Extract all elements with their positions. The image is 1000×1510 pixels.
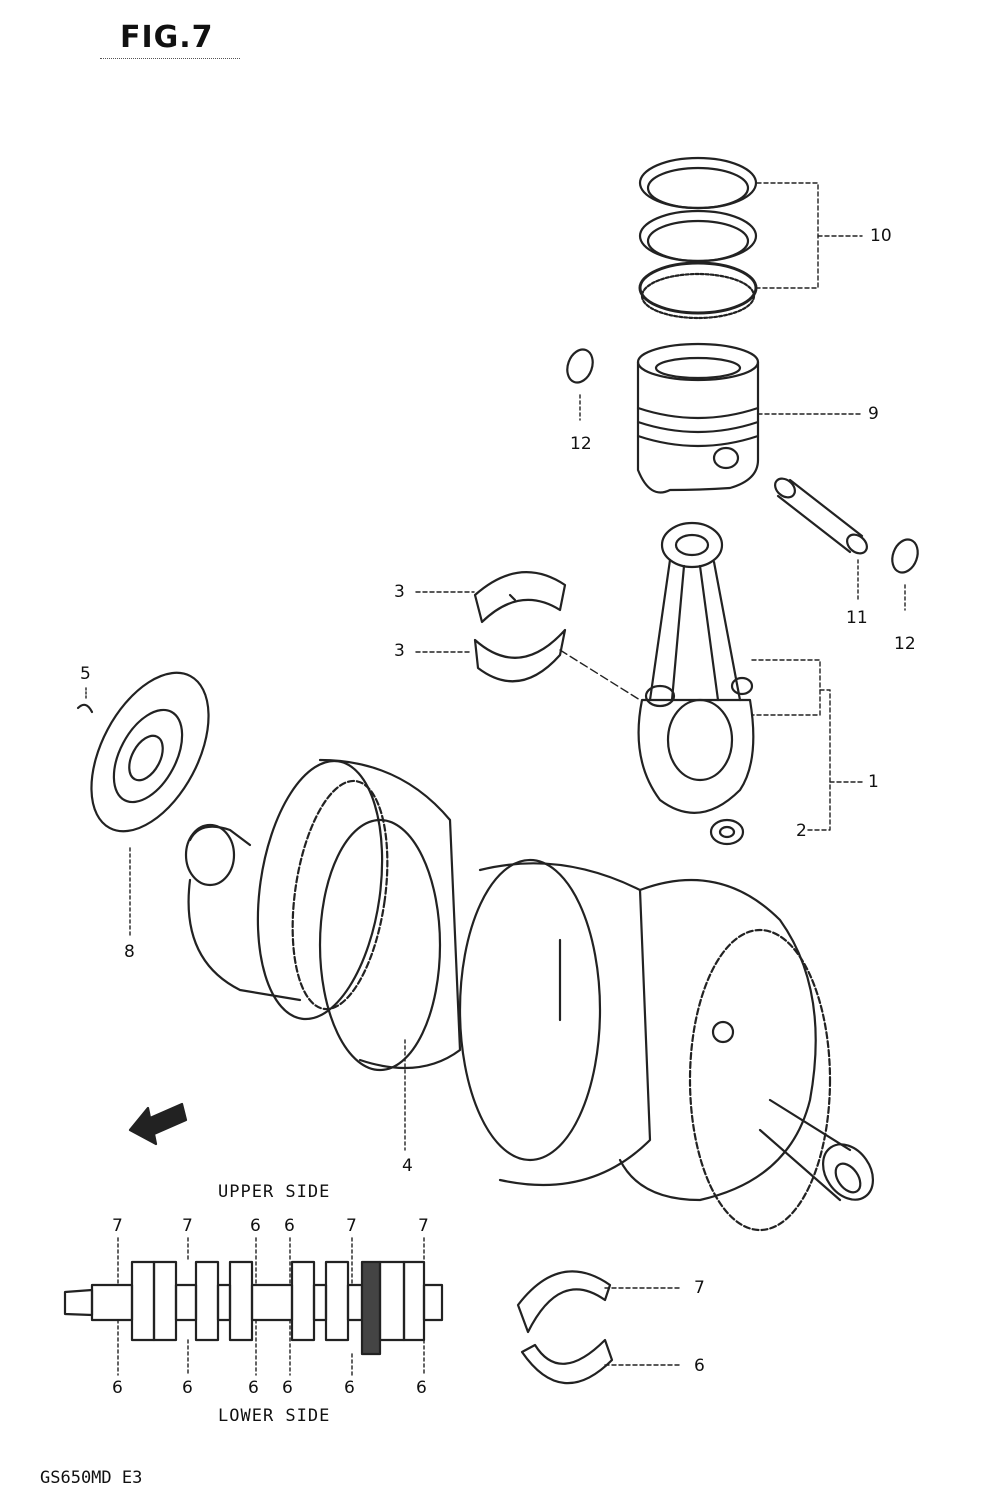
connecting-rod [637, 521, 755, 814]
callout-1: 1 [868, 772, 879, 792]
callout-2: 2 [796, 821, 807, 841]
upper-number-3: 6 [250, 1216, 261, 1236]
upper-number-2: 7 [182, 1216, 193, 1236]
lower-number-1: 6 [112, 1378, 123, 1398]
conrod-bearings [473, 571, 567, 683]
piston-rings [638, 156, 758, 320]
leader-1 [751, 659, 863, 831]
upper-number-6: 7 [418, 1216, 429, 1236]
circlip-right [891, 538, 919, 611]
upper-number-5: 7 [346, 1216, 357, 1236]
callout-3-lower: 3 [394, 641, 405, 661]
leader-10 [756, 182, 863, 289]
lower-side-label: LOWER SIDE [218, 1406, 331, 1426]
lower-number-2: 6 [182, 1378, 193, 1398]
upper-side-label: UPPER SIDE [218, 1182, 331, 1202]
lower-number-5: 6 [344, 1378, 355, 1398]
figure-title: FIG.7 [120, 20, 214, 55]
lower-number-6: 6 [416, 1378, 427, 1398]
callout-3-upper: 3 [394, 582, 405, 602]
model-code: GS650MD E3 [40, 1468, 143, 1488]
upper-number-1: 7 [112, 1216, 123, 1236]
lower-number-3: 6 [248, 1378, 259, 1398]
callout-4: 4 [402, 1156, 413, 1176]
oil-seal [90, 671, 210, 936]
woodruff-key [76, 687, 94, 714]
forward-arrow-icon [128, 1102, 188, 1146]
crank-bearings [516, 1270, 614, 1385]
callout-12-right: 12 [894, 634, 916, 654]
callout-8: 8 [124, 942, 135, 962]
callout-10: 10 [870, 226, 892, 246]
callout-5: 5 [80, 664, 91, 684]
callout-12-left: 12 [570, 434, 592, 454]
lower-number-4: 6 [282, 1378, 293, 1398]
piston [636, 342, 760, 494]
circlip-left [566, 348, 594, 421]
callout-11: 11 [846, 608, 868, 628]
title-underline [100, 58, 240, 59]
callout-bearing-6: 6 [694, 1356, 705, 1376]
piston-pin [774, 477, 868, 601]
callout-9: 9 [868, 404, 879, 424]
upper-number-4: 6 [284, 1216, 295, 1236]
leader-bearing-rod [559, 649, 641, 701]
callout-bearing-7: 7 [694, 1278, 705, 1298]
crankshaft [184, 758, 875, 1232]
conrod-nut [709, 818, 745, 846]
crankshaft-side-view [63, 1237, 444, 1376]
